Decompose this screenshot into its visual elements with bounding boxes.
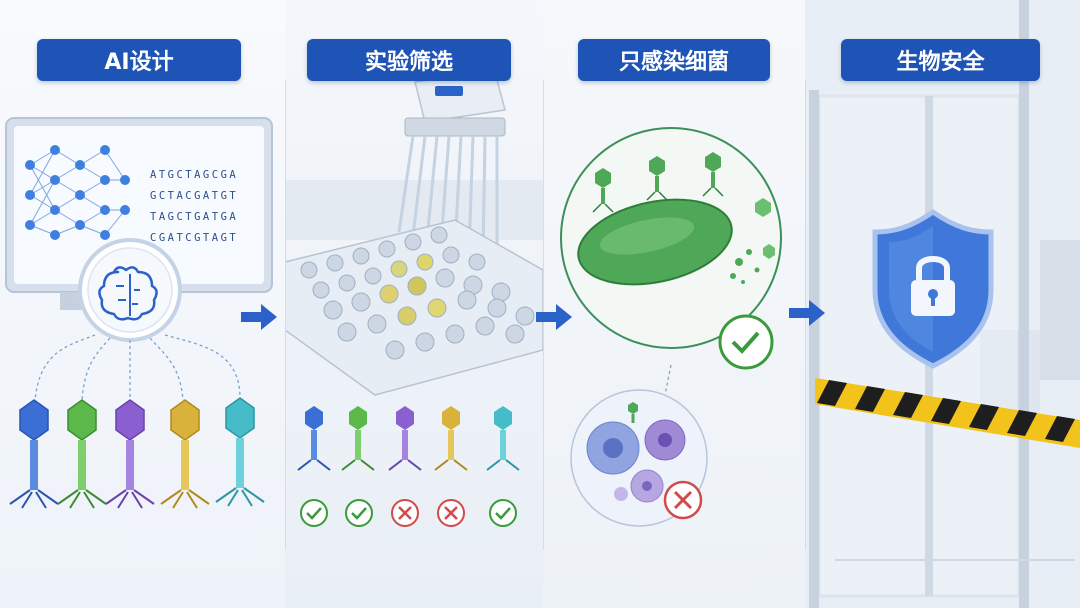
dna-sequence-3: TAGCTGATGA <box>150 211 238 223</box>
phage-icon <box>341 406 375 471</box>
panel-divider <box>285 80 286 550</box>
arrow-right-icon <box>789 300 825 326</box>
panel-biosafety <box>805 0 1080 608</box>
caution-tape <box>815 378 1080 448</box>
phage-head <box>755 198 771 217</box>
phage-icon <box>160 399 210 509</box>
checkmark-icon <box>345 499 373 527</box>
bacteria-illustration <box>560 127 782 527</box>
dna-sequence-1: ATGCTAGCGA <box>150 169 238 181</box>
screening-illustration <box>285 71 543 527</box>
panel-title-ai-design: AI设计 <box>37 39 241 81</box>
network-nodes <box>25 145 130 240</box>
bacterium-infection-circle <box>560 127 782 349</box>
phage-icon <box>628 402 638 423</box>
shield-lock-icon <box>872 208 994 369</box>
biosafety-illustration <box>805 0 1080 608</box>
connector <box>664 364 672 396</box>
phage-icon <box>9 399 59 509</box>
phage-icon <box>702 152 724 197</box>
phage-icon <box>434 406 468 471</box>
arrow-right-icon <box>241 304 277 330</box>
phage-icon <box>388 406 422 471</box>
panel-ai-design: ATGCTAGCGA GCTACGATGT TAGCTGATGA CGATCGT… <box>0 0 285 608</box>
designed-phages <box>9 397 265 509</box>
arrow-right-icon <box>536 304 572 330</box>
x-icon <box>437 499 465 527</box>
checkmark-icon <box>489 499 517 527</box>
dna-sequence-2: GCTACGATGT <box>150 190 238 202</box>
x-icon <box>663 480 703 520</box>
phage-icon <box>592 168 614 213</box>
design-branches <box>34 334 241 401</box>
ai-design-illustration: ATGCTAGCGA GCTACGATGT TAGCTGATGA CGATCGT… <box>5 117 273 401</box>
phage-icon <box>105 399 155 509</box>
multichannel-pipette <box>397 71 506 260</box>
phage-icon <box>215 397 265 507</box>
panel-title-bacteria-only: 只感染细菌 <box>578 39 770 81</box>
phage-icon <box>297 406 331 471</box>
panel-title-biosafety: 生物安全 <box>841 39 1040 81</box>
panel-title-screening: 实验筛选 <box>307 39 511 81</box>
lab-equipment <box>1040 240 1080 380</box>
panel-screening <box>285 0 543 608</box>
well-plate <box>285 219 543 396</box>
dna-sequence-4: CGATCGTAGT <box>150 232 238 244</box>
door-frame <box>1019 0 1029 608</box>
door-frame <box>809 90 819 608</box>
x-icon <box>391 499 419 527</box>
phage-icon <box>486 406 520 471</box>
phage-icon <box>646 156 668 201</box>
brain-icon <box>78 238 182 342</box>
mammalian-cells-circle <box>570 389 708 527</box>
checkmark-icon <box>300 499 328 527</box>
lab-equipment <box>980 330 1040 420</box>
phage-icon <box>57 399 107 509</box>
phage-head <box>763 244 775 259</box>
checkmark-icon <box>718 314 774 370</box>
panel-bacteria-only <box>543 0 805 608</box>
